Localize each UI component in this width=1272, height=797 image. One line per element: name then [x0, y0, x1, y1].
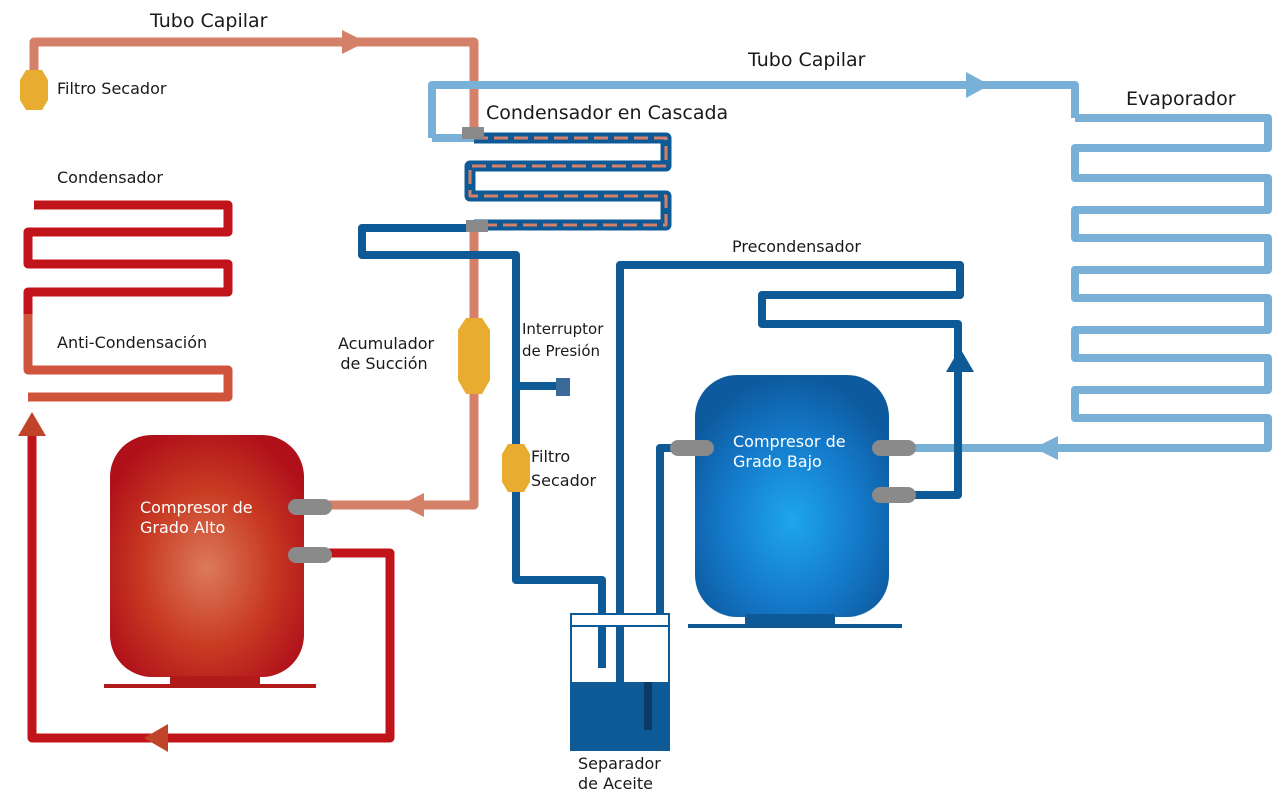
label-acumulador-line2: de Succión	[340, 354, 428, 373]
cascade-coil-inner	[468, 136, 668, 227]
high-comp-suction-port	[288, 499, 332, 515]
label-tubo-capilar-top: Tubo Capilar	[150, 10, 268, 32]
cascade-coil-outer	[464, 132, 672, 231]
label-filtro-line1: Filtro	[531, 447, 571, 466]
arrow-evaporator-return	[1034, 436, 1058, 460]
label-compressor-high-line2: Grado Alto	[140, 518, 226, 537]
filter-drier-top-icon	[20, 70, 48, 110]
label-compressor-high: Compresor de Grado Alto	[140, 498, 253, 538]
low-comp-port-right-top	[872, 440, 916, 456]
label-separador-line1: Separador	[578, 754, 661, 773]
label-filtro-line2: Secador	[531, 471, 597, 490]
high-comp-discharge-port	[288, 547, 332, 563]
evaporator-coil	[880, 114, 1272, 452]
label-condensador-cascada: Condensador en Cascada	[486, 102, 729, 124]
low-discharge-to-cascade	[358, 224, 606, 668]
label-filtro-secador-low: Filtro Secador	[531, 447, 596, 491]
label-evaporador: Evaporador	[1126, 88, 1236, 110]
fittings	[462, 127, 570, 396]
low-stage-compressor	[670, 375, 916, 628]
condenser-coil	[23, 200, 233, 314]
tee-fitting-mid	[466, 220, 488, 232]
arrow-suction-high	[400, 493, 424, 517]
label-compressor-high-line1: Compresor de	[140, 498, 253, 517]
suction-accumulator-icon	[458, 318, 490, 394]
arrow-capillary-high	[342, 30, 366, 54]
label-separador: Separador de Aceite	[578, 754, 661, 794]
arrow-discharge-up	[18, 412, 46, 436]
low-stage-circuit	[358, 81, 1272, 668]
pressure-switch-body	[556, 378, 570, 396]
filters	[20, 70, 530, 492]
label-precondensador: Precondensador	[732, 237, 861, 256]
label-interruptor: Interruptor de Presión	[522, 320, 603, 361]
tee-fitting-top	[462, 127, 484, 139]
label-interruptor-line1: Interruptor	[522, 320, 604, 338]
capillary-tube-high	[29, 37, 479, 138]
label-compressor-low: Compresor de Grado Bajo	[733, 432, 846, 472]
label-condensador: Condensador	[57, 168, 163, 187]
anti-condensation-coil	[23, 314, 233, 402]
low-stage-arrows	[946, 72, 1058, 460]
label-compressor-low-line2: Grado Bajo	[733, 452, 822, 471]
label-anti-condensacion: Anti-Condensación	[57, 333, 208, 352]
label-acumulador-line1: Acumulador	[338, 334, 435, 353]
high-discharge-line	[27, 425, 395, 743]
precondenser-line	[616, 261, 964, 668]
label-filtro-secador-top: Filtro Secador	[57, 79, 167, 98]
label-separador-line2: de Aceite	[578, 774, 653, 793]
capillary-tube-low	[428, 81, 1079, 138]
high-stage-arrows	[18, 30, 424, 752]
label-acumulador: Acumulador de Succión	[338, 334, 435, 374]
label-tubo-capilar-right: Tubo Capilar	[748, 49, 866, 71]
label-interruptor-line2: de Presión	[522, 342, 601, 360]
arrow-return-left	[144, 724, 168, 752]
oil-separator	[570, 613, 670, 751]
arrow-capillary-low	[966, 72, 990, 98]
arrow-precondenser-up	[946, 348, 974, 372]
filter-drier-low-icon	[502, 444, 530, 492]
low-comp-port-right-bottom	[872, 487, 916, 503]
low-comp-port-left	[670, 440, 714, 456]
label-compressor-low-line1: Compresor de	[733, 432, 846, 451]
high-stage-compressor	[104, 435, 332, 688]
